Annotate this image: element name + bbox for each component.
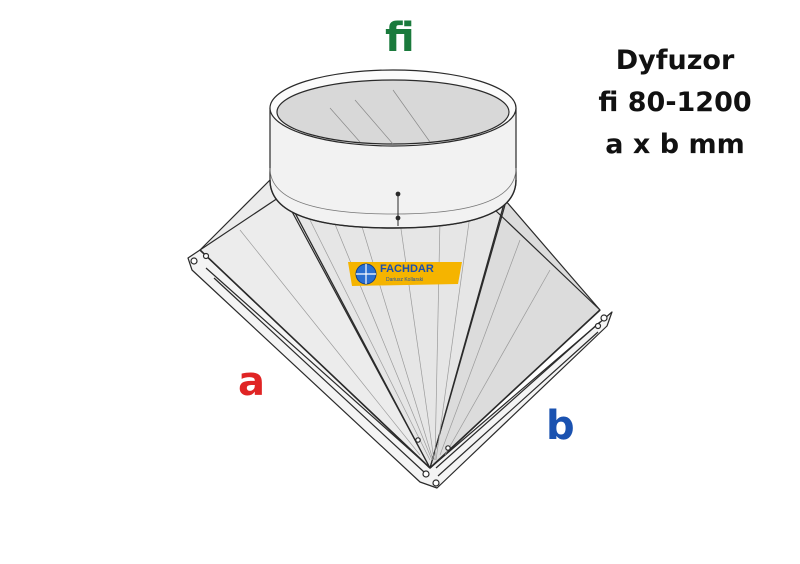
title-line-product: Dyfuzor <box>615 45 735 76</box>
logo-tagline: Dariusz Kollarski <box>386 277 423 283</box>
logo-brand: FACHDAR <box>380 263 434 275</box>
diameter-label: fi <box>385 15 415 61</box>
product-title: Dyfuzor fi 80-1200 a x b mm <box>590 40 760 166</box>
title-line-diameter-range: fi 80-1200 <box>598 87 752 118</box>
side-b-label: b <box>546 403 575 449</box>
fachdar-logo: FACHDAR Dariusz Kollarski <box>348 262 462 286</box>
side-a-label: a <box>238 359 265 405</box>
flange-rail-right <box>435 321 601 469</box>
flange-bolts <box>190 252 608 487</box>
flange-rail-left <box>205 267 429 467</box>
title-line-dimensions: a x b mm <box>605 129 745 160</box>
